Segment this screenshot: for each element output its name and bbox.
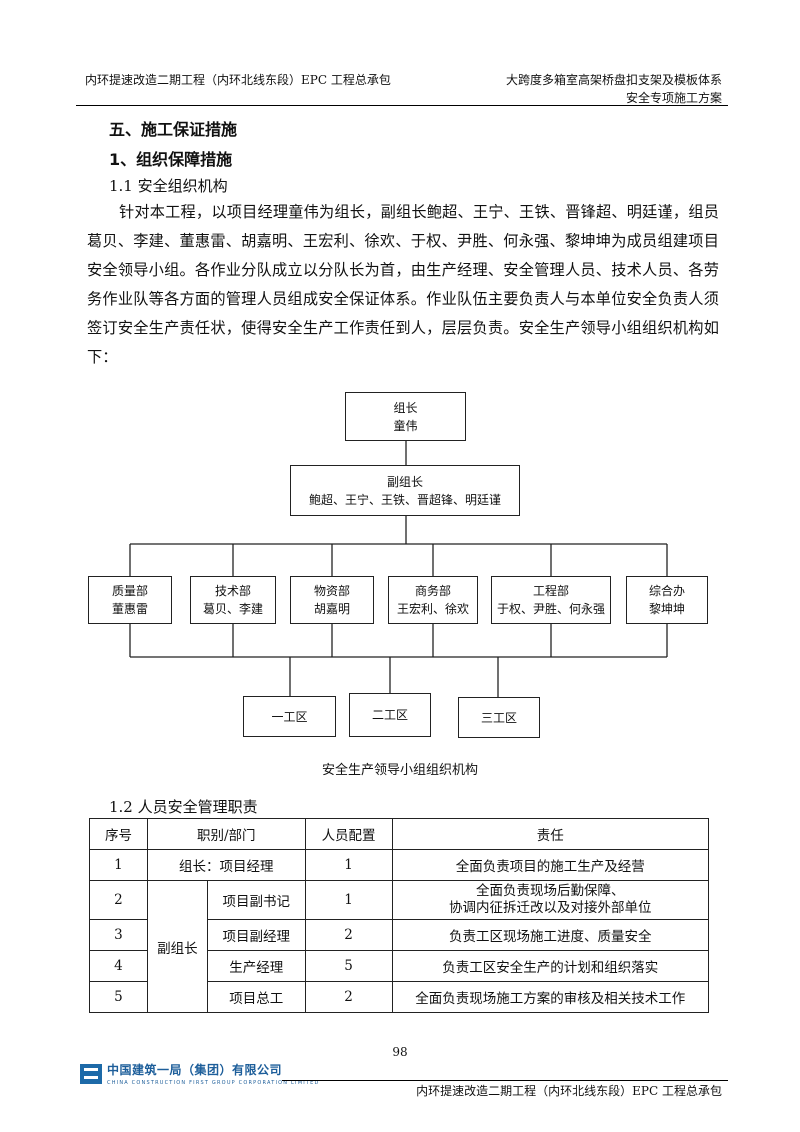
row-count: 2 [304, 919, 393, 951]
row-count: 1 [304, 849, 393, 881]
row-no: 4 [89, 950, 148, 982]
footer-divider [282, 1080, 728, 1081]
org-zone-label: 三工区 [480, 710, 517, 725]
header-document-title: 大跨度多箱室高架桥盘扣支架及模板体系 安全专项施工方案 [506, 71, 722, 107]
row-duty: 负责工区现场施工进度、质量安全 [391, 919, 709, 951]
table-row: 1 组长：项目经理 1 全面负责项目的施工生产及经营 [89, 849, 709, 881]
org-dept-box: 质量部 董惠雷 [88, 576, 172, 624]
col-header-role: 职别/部门 [146, 818, 306, 850]
company-logo-icon [80, 1063, 102, 1084]
org-leader-name: 童伟 [393, 418, 418, 433]
org-dept-names: 王宏利、徐欢 [396, 602, 469, 616]
section-subtitle: 1、组织保障措施 [109, 150, 233, 169]
org-zone-box: 一工区 [243, 696, 336, 737]
col-header-no: 序号 [89, 818, 148, 850]
company-name-cn: 中国建筑一局（集团）有限公司 [107, 1063, 283, 1077]
org-dept-title: 物资部 [313, 584, 350, 598]
org-deputy-title: 副组长 [386, 474, 423, 489]
company-logo-text: 中国建筑一局（集团）有限公司 CHINA CONSTRUCTION FIRST … [107, 1061, 320, 1086]
company-logo: 中国建筑一局（集团）有限公司 CHINA CONSTRUCTION FIRST … [80, 1061, 320, 1086]
header-document-title-line1: 大跨度多箱室高架桥盘扣支架及模板体系 [505, 73, 722, 87]
row-duty-line1: 全面负责现场后勤保障、 [476, 883, 625, 899]
row-role: 项目副经理 [206, 919, 306, 951]
row-no: 5 [89, 981, 148, 1013]
section-title: 五、施工保证措施 [109, 120, 238, 139]
org-dept-title: 质量部 [111, 584, 148, 598]
row-role: 生产经理 [206, 950, 306, 982]
row-role: 项目副书记 [206, 880, 306, 920]
row-duty: 全面负责项目的施工生产及经营 [391, 849, 709, 881]
org-deputy-names: 鲍超、王宁、王铁、晋超锋、明廷谨 [308, 492, 501, 507]
row-no: 3 [89, 919, 148, 951]
org-zone-box: 三工区 [458, 697, 540, 738]
org-dept-names: 于权、尹胜、何永强 [496, 602, 605, 616]
row-duty: 全面负责现场后勤保障、 协调内征拆迁改以及对接外部单位 [391, 880, 709, 920]
col-header-duty: 责任 [391, 818, 709, 850]
row-duty-line2: 协调内征拆迁改以及对接外部单位 [449, 900, 652, 916]
org-dept-names: 葛贝、李建 [202, 602, 263, 616]
row-no: 2 [89, 880, 148, 920]
header-project-title: 内环提速改造二期工程（内环北线东段）EPC 工程总承包 [85, 73, 391, 87]
deputy-group-cell: 副组长 [146, 880, 208, 1013]
org-zone-label: 一工区 [271, 709, 308, 724]
row-role: 项目总工 [206, 981, 306, 1013]
table-header-row: 序号 职别/部门 人员配置 责任 [89, 818, 709, 850]
responsibility-table: 序号 职别/部门 人员配置 责任 1 组长：项目经理 1 全面负责项目的施工生产… [89, 818, 709, 1013]
header-document-title-line2: 安全专项施工方案 [625, 91, 722, 105]
row-no: 1 [89, 849, 148, 881]
org-dept-title: 商务部 [414, 584, 451, 598]
row-duty: 负责工区安全生产的计划和组织落实 [391, 950, 709, 982]
org-chart-caption: 安全生产领导小组组织机构 [321, 763, 478, 778]
row-count: 1 [304, 880, 393, 920]
org-leader-title: 组长 [393, 400, 418, 415]
responsibility-heading: 1.2 人员安全管理职责 [109, 798, 258, 816]
row-duty: 全面负责现场施工方案的审核及相关技术工作 [391, 981, 709, 1013]
org-dept-box: 物资部 胡嘉明 [290, 576, 374, 624]
org-dept-names: 黎坤坤 [648, 602, 685, 616]
table-row: 4 生产经理 5 负责工区安全生产的计划和组织落实 [89, 950, 709, 982]
org-dept-box: 综合办 黎坤坤 [626, 576, 708, 624]
org-dept-box: 商务部 王宏利、徐欢 [388, 576, 478, 624]
org-dept-title: 工程部 [532, 584, 569, 598]
org-deputy-box: 副组长 鲍超、王宁、王铁、晋超锋、明廷谨 [290, 465, 520, 516]
org-zone-label: 二工区 [371, 708, 408, 722]
body-paragraph: 针对本工程，以项目经理童伟为组长，副组长鲍超、王宁、王铁、晋锋超、明廷谨，组员葛… [87, 203, 719, 366]
table-row: 5 项目总工 2 全面负责现场施工方案的审核及相关技术工作 [89, 981, 709, 1013]
table-row: 3 项目副经理 2 负责工区现场施工进度、质量安全 [89, 919, 709, 951]
footer-project-title: 内环提速改造二期工程（内环北线东段）EPC 工程总承包 [416, 1084, 722, 1098]
subsection-heading: 1.1 安全组织机构 [109, 177, 228, 195]
org-zone-box: 二工区 [349, 693, 431, 737]
org-dept-names: 胡嘉明 [313, 602, 350, 616]
header-divider [76, 105, 728, 106]
row-role: 组长：项目经理 [146, 849, 306, 881]
org-dept-names: 董惠雷 [111, 602, 148, 616]
col-header-count: 人员配置 [304, 818, 393, 850]
row-count: 5 [304, 950, 393, 982]
table-row: 2 副组长 项目副书记 1 全面负责现场后勤保障、 协调内征拆迁改以及对接外部单… [89, 880, 709, 1013]
org-dept-box: 工程部 于权、尹胜、何永强 [491, 576, 611, 624]
org-dept-box: 技术部 葛贝、李建 [190, 576, 276, 624]
company-name-en: CHINA CONSTRUCTION FIRST GROUP CORPORATI… [107, 1080, 320, 1086]
page-number: 98 [392, 1045, 408, 1059]
org-leader-box: 组长 童伟 [345, 392, 466, 441]
org-dept-title: 技术部 [214, 584, 251, 598]
org-dept-title: 综合办 [648, 584, 685, 598]
row-count: 2 [304, 981, 393, 1013]
